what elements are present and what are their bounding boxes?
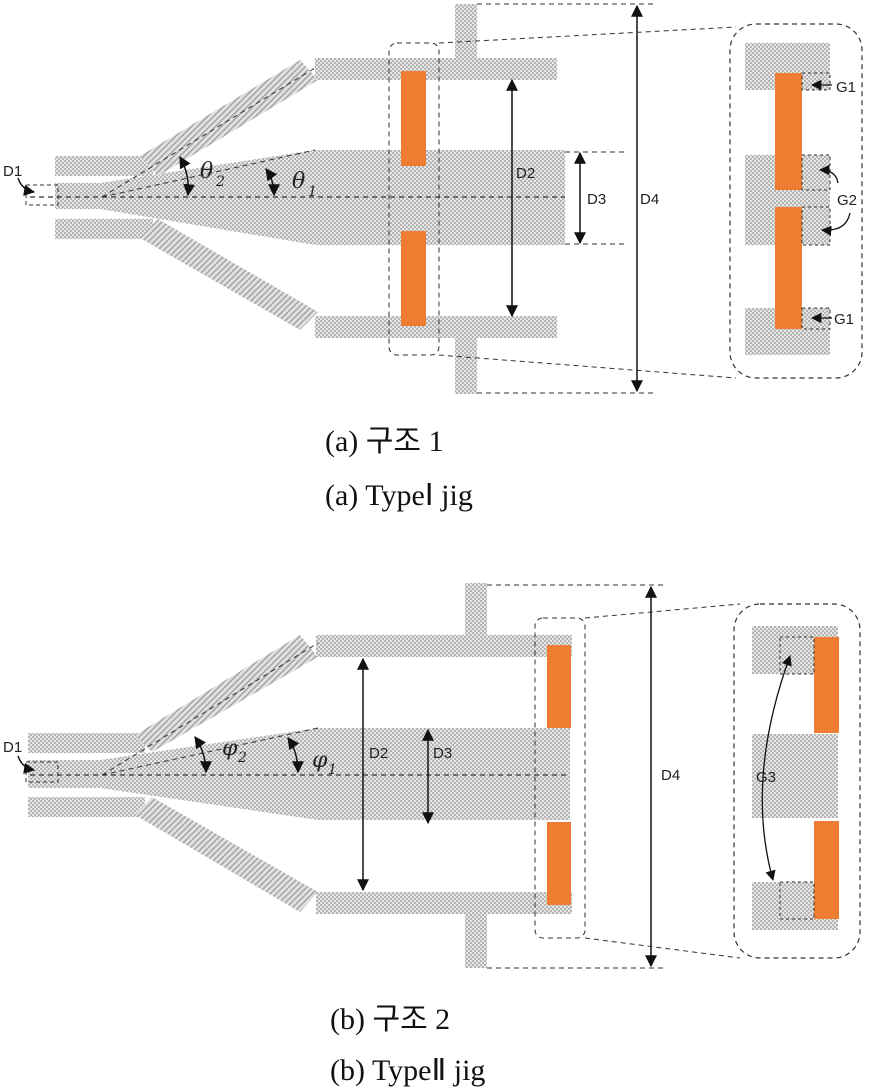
label-d1-b: D1 xyxy=(3,739,22,756)
label-phi2-sub: 2 xyxy=(237,750,247,766)
outer-shell-lower-a xyxy=(140,219,318,330)
zoom-line-bottom-b xyxy=(584,937,741,959)
caption-english-b: (b) TypeⅡ jig xyxy=(330,1054,485,1087)
outer-tube-lower-a xyxy=(315,316,557,338)
label-d4-a: D4 xyxy=(640,191,659,208)
electrode-lower-a xyxy=(401,231,426,326)
phi2-arc xyxy=(194,736,212,774)
zoom-line-top-b xyxy=(584,603,741,619)
theta1-line xyxy=(101,149,316,198)
zoom-line-top-a xyxy=(438,26,737,44)
d1-bracket-a xyxy=(25,184,59,206)
zoom-detail-box-b xyxy=(733,603,861,959)
zoom-line-bottom-a xyxy=(438,354,737,379)
zoom-detail-a xyxy=(745,43,851,355)
zoom-source-box-b xyxy=(534,617,586,939)
zoom-detail-b xyxy=(752,626,839,930)
electrode-upper-b xyxy=(547,645,571,728)
diagram-b: D1 D2 D3 D4 G3 φ 2 φ 1 (b) 구조 2 (b) Type… xyxy=(3,583,861,1087)
label-g3: G3 xyxy=(756,769,776,786)
d1-pointer-b xyxy=(17,755,36,774)
caption-korean-a: (a) 구조 1 xyxy=(325,425,444,458)
label-d3-b: D3 xyxy=(433,745,452,762)
phi2-line xyxy=(101,642,319,776)
label-d4-b: D4 xyxy=(661,767,680,784)
outer-shell-lower-b xyxy=(135,797,318,912)
d1-pointer-a xyxy=(17,177,36,196)
label-g1-top-a: G1 xyxy=(836,79,856,96)
flange-upper-b xyxy=(465,583,487,657)
caption-english-a: (a) TypeⅠ jig xyxy=(325,479,473,512)
zoom-detail-box-a xyxy=(729,23,863,379)
label-g2-a: G2 xyxy=(837,192,857,209)
outer-tube-lower-b xyxy=(316,892,572,914)
label-g1-bottom-a: G1 xyxy=(834,311,854,328)
caption-korean-b: (b) 구조 2 xyxy=(330,1003,450,1036)
zoom-source-box-a xyxy=(388,42,440,356)
phi1-arc xyxy=(287,737,304,774)
label-phi2: φ xyxy=(222,736,238,761)
diagram-a: D1 D2 D3 D4 G1 G2 G1 θ 2 θ 1 (a) 구조 1 (a… xyxy=(3,3,863,512)
electrode-upper-a xyxy=(401,71,426,166)
label-d2-a: D2 xyxy=(516,165,535,182)
label-theta1: θ xyxy=(292,169,305,194)
label-theta2-sub: 2 xyxy=(215,174,225,190)
label-d1-a: D1 xyxy=(3,163,22,180)
label-phi1-sub: 1 xyxy=(328,762,337,778)
zoom-electrode-upper-a xyxy=(775,73,802,190)
label-theta2: θ xyxy=(200,159,213,184)
flange-lower-b xyxy=(465,892,487,968)
label-d2-b: D2 xyxy=(369,745,388,762)
flange-lower-a xyxy=(455,316,477,394)
label-d3-a: D3 xyxy=(587,191,606,208)
outer-tube-upper-a xyxy=(315,58,557,80)
zoom-electrode-upper-b xyxy=(814,637,839,733)
electrode-lower-b xyxy=(547,822,571,905)
outer-shell-upper-a xyxy=(140,60,318,176)
theta2-arc xyxy=(179,155,196,197)
inner-electrode-body-b xyxy=(28,728,570,820)
label-theta1-sub: 1 xyxy=(308,184,317,200)
zoom-electrode-lower-b xyxy=(814,821,839,919)
zoom-electrode-lower-a xyxy=(775,207,802,329)
outer-tube-upper-b xyxy=(316,635,572,657)
outer-shell-upper-b xyxy=(135,635,318,752)
label-phi1: φ xyxy=(312,748,328,773)
theta2-line xyxy=(101,67,316,198)
theta1-arc xyxy=(265,168,280,197)
